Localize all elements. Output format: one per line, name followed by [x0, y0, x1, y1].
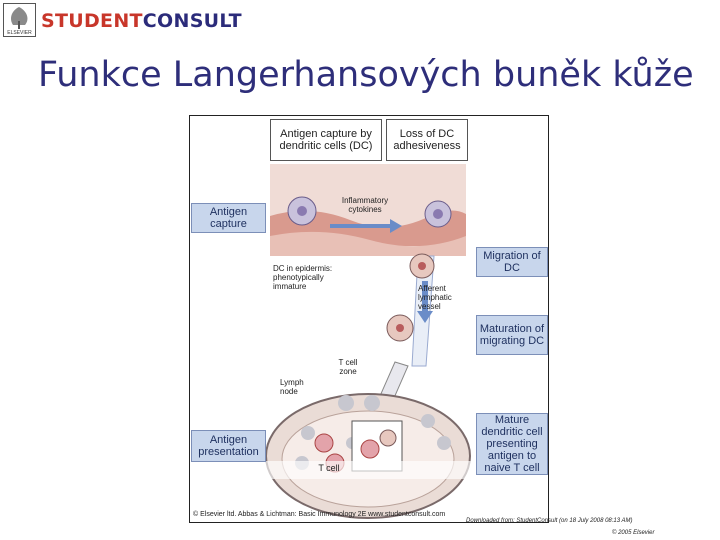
student-consult-logo: STUDENTCONSULT	[41, 10, 242, 32]
annotation-lymph-node: Lymph node	[280, 378, 316, 396]
figure-panel: Antigen capture by dendritic cells (DC) …	[189, 115, 549, 523]
box-antigen-capture-by-dc: Antigen capture by dendritic cells (DC)	[270, 119, 382, 161]
box-loss-of-adhesiveness: Loss of DC adhesiveness	[386, 119, 468, 161]
annotation-tcell-zone: T cell zone	[330, 358, 366, 376]
label-maturation: Maturation of migrating DC	[476, 315, 548, 355]
label-migration: Migration of DC	[476, 247, 548, 277]
download-note: Downloaded from: StudentConsult (on 18 J…	[466, 518, 633, 524]
annotation-cytokines: Inflammatory cytokines	[330, 196, 400, 214]
elsevier-logo: ELSEVIER	[3, 3, 36, 37]
label-antigen-presentation: Antigen presentation	[191, 430, 266, 462]
elsevier-logo-text: ELSEVIER	[3, 30, 36, 36]
logo-student: STUDENT	[41, 10, 143, 32]
label-mature-dc: Mature dendritic cell presenting antigen…	[476, 413, 548, 475]
logo-consult: CONSULT	[143, 10, 242, 32]
annotation-dc-epidermis: DC in epidermis: phenotypically immature	[273, 264, 351, 291]
annotation-tcell: T cell	[314, 464, 344, 473]
slide-title: Funkce Langerhansových buněk kůže	[38, 55, 694, 95]
figure-credit: © Elsevier ltd. Abbas & Lichtman: Basic …	[193, 511, 445, 518]
label-antigen-capture: Antigen capture	[191, 203, 266, 233]
copyright-note: © 2005 Elsevier	[612, 530, 654, 536]
annotation-afferent-vessel: Afferent lymphatic vessel	[418, 284, 472, 311]
